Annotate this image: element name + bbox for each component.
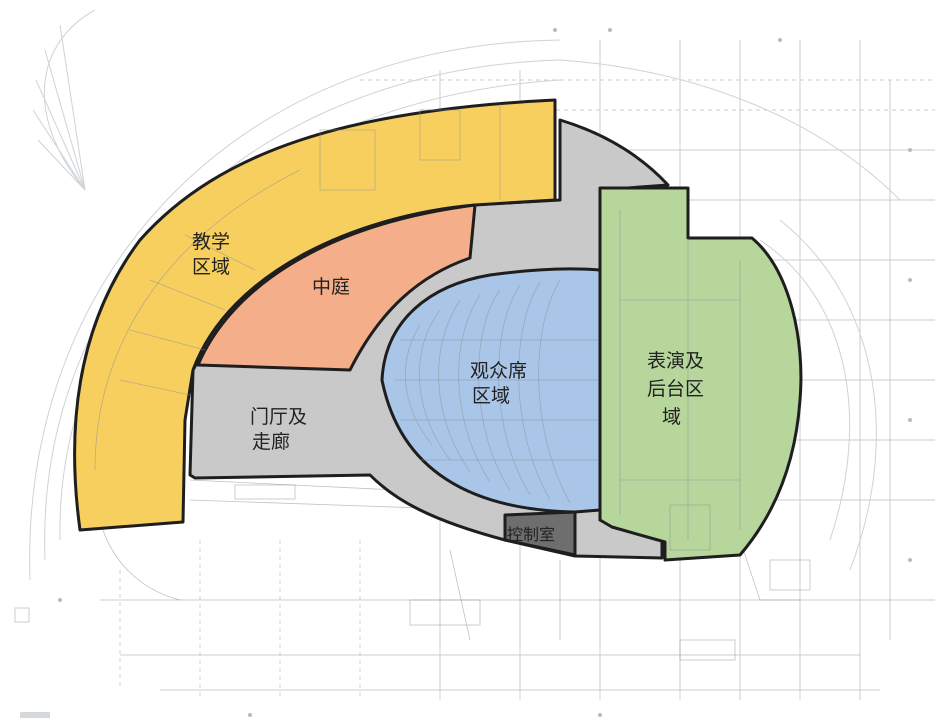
- audience-seating-rows: [395, 279, 600, 504]
- stage-backstage-zone: [598, 186, 803, 562]
- audience-zone: [380, 267, 602, 514]
- plan-marks: [20, 28, 912, 718]
- stage-zone-label-line3: 域: [662, 406, 681, 428]
- courtyard-zone-label: 中庭: [312, 276, 350, 298]
- courtyard-zone: [196, 203, 477, 372]
- teaching-zone-label-line2: 区域: [192, 256, 230, 278]
- control-room-zone: [503, 510, 577, 557]
- teaching-zone-label-line1: 教学: [192, 231, 230, 253]
- stage-detail-lines: [619, 210, 741, 551]
- control-room-label: 控制室: [507, 525, 555, 544]
- audience-zone-label-line2: 区域: [472, 385, 510, 407]
- teaching-room-lines: [94, 104, 501, 471]
- stage-zone-label-line1: 表演及: [647, 350, 704, 372]
- audience-zone-label-line1: 观众席: [470, 360, 527, 382]
- stage-zone-label-line2: 后台区: [647, 378, 704, 400]
- lobby-zone-label-line2: 走廊: [252, 431, 290, 453]
- lobby-zone-label-line1: 门厅及: [250, 406, 307, 428]
- teaching-zone: [73, 98, 557, 532]
